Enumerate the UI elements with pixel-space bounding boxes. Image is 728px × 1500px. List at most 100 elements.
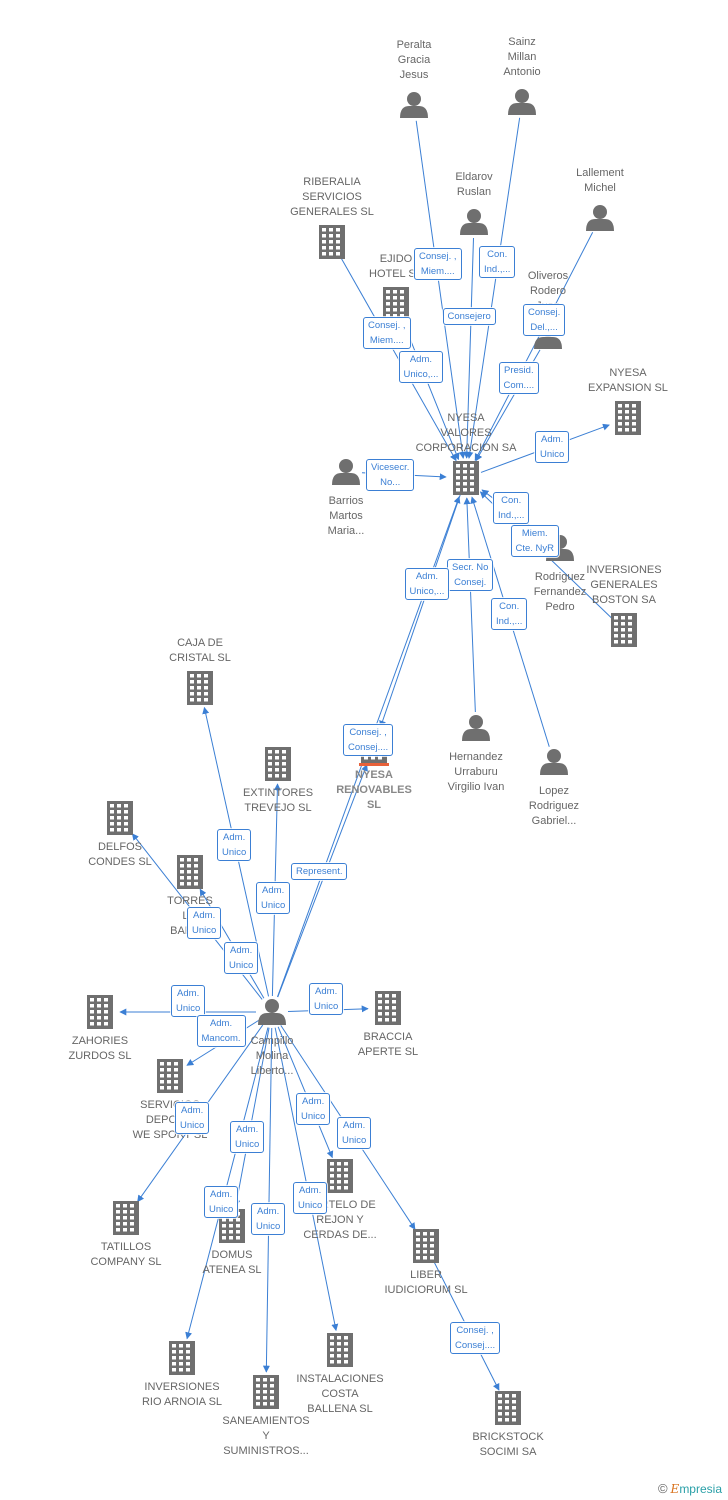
- company-node[interactable]: BRACCIA APERTE SL: [333, 1030, 443, 1060]
- edge-role-label[interactable]: Adm. Unico: [535, 431, 570, 463]
- edge-role-label[interactable]: Adm. Unico: [309, 983, 344, 1015]
- edge-role-label[interactable]: Vicesecr. No...: [366, 459, 415, 491]
- edge-role-label[interactable]: Adm. Unico,...: [404, 568, 450, 600]
- edge-role-label[interactable]: Adm. Mancom.: [196, 1015, 246, 1047]
- company-node[interactable]: TATILLOS COMPANY SL: [71, 1240, 181, 1270]
- person-icon[interactable]: [508, 89, 536, 115]
- edge-line: [474, 231, 594, 461]
- edge-line: [339, 255, 457, 462]
- edge-line: [466, 117, 521, 459]
- building-icon[interactable]: [319, 225, 345, 259]
- edge-role-label[interactable]: Secr. No Consej.: [447, 559, 494, 591]
- person-node[interactable]: Campillo Molina Liberto...: [217, 1034, 327, 1079]
- building-icon[interactable]: [177, 855, 203, 889]
- company-node[interactable]: DELFOS CONDES SL: [65, 840, 175, 870]
- building-icon[interactable]: [327, 1333, 353, 1367]
- building-icon[interactable]: [413, 1229, 439, 1263]
- person-node[interactable]: Lopez Rodriguez Gabriel...: [499, 784, 609, 829]
- person-node[interactable]: Sainz Millan Antonio: [467, 35, 577, 80]
- company-node[interactable]: INVERSIONES GENERALES BOSTON SA: [569, 563, 679, 608]
- person-icon[interactable]: [258, 999, 286, 1025]
- building-icon[interactable]: [265, 747, 291, 781]
- building-icon[interactable]: [611, 613, 637, 647]
- edge-role-label[interactable]: Con. Ind.,...: [491, 598, 528, 630]
- building-icon[interactable]: [253, 1375, 279, 1409]
- person-icon[interactable]: [462, 715, 490, 741]
- edge-line: [401, 318, 460, 461]
- building-icon[interactable]: [187, 671, 213, 705]
- node-label: ZAHORIES ZURDOS SL: [68, 1035, 132, 1062]
- edge-role-label[interactable]: Presid. Com....: [498, 362, 540, 394]
- edge-line: [379, 492, 462, 728]
- edge-role-label[interactable]: Adm. Unico: [204, 1186, 239, 1218]
- edge-role-label[interactable]: Adm. Unico: [256, 882, 291, 914]
- person-node[interactable]: Peralta Gracia Jesus: [359, 38, 469, 83]
- building-icon[interactable]: [107, 801, 133, 835]
- edge-role-label[interactable]: Adm. Unico: [224, 942, 259, 974]
- edge-role-label[interactable]: Represent.: [291, 862, 348, 880]
- person-node[interactable]: Barrios Martos Maria...: [291, 494, 401, 539]
- edge-role-label[interactable]: Adm. Unico: [175, 1102, 210, 1134]
- company-node[interactable]: NYESA EXPANSION SL: [573, 366, 683, 396]
- node-label: CAJA DE CRISTAL SL: [169, 637, 231, 664]
- company-node[interactable]: INSTALACIONES COSTA BALLENA SL: [285, 1372, 395, 1417]
- person-node[interactable]: Lallement Michel: [545, 166, 655, 196]
- node-label: NYESA VALORES CORPORACION SA: [415, 412, 517, 454]
- edge-role-label[interactable]: Adm. Unico: [187, 907, 222, 939]
- edge-role-label[interactable]: Consej. , Miem....: [414, 248, 462, 280]
- building-icon[interactable]: [327, 1159, 353, 1193]
- company-node[interactable]: EXTINTORES TREVEJO SL: [223, 786, 333, 816]
- edge-role-label[interactable]: Adm. Unico: [230, 1121, 265, 1153]
- company-node[interactable]: SANEAMIENTOS Y SUMINISTROS...: [211, 1414, 321, 1459]
- node-label: DELFOS CONDES SL: [88, 841, 152, 868]
- building-icon[interactable]: [375, 991, 401, 1025]
- edge-role-label[interactable]: Adm. Unico: [296, 1093, 331, 1125]
- company-node[interactable]: NYESA RENOVABLES SL: [319, 768, 429, 813]
- edge-role-label[interactable]: Consej. Del.,...: [523, 304, 566, 336]
- person-node[interactable]: Eldarov Ruslan: [419, 170, 529, 200]
- edge-role-label[interactable]: Consej. , Miem....: [363, 317, 411, 349]
- company-node[interactable]: RIBERALIA SERVICIOS GENERALES SL: [277, 175, 387, 220]
- building-icon[interactable]: [169, 1341, 195, 1375]
- person-icon[interactable]: [540, 749, 568, 775]
- company-node[interactable]: CAJA DE CRISTAL SL: [145, 636, 255, 666]
- node-label: Campillo Molina Liberto...: [250, 1035, 294, 1077]
- edge-line: [262, 1027, 273, 1373]
- company-node[interactable]: INVERSIONES RIO ARNOIA SL: [127, 1380, 237, 1410]
- person-node[interactable]: Hernandez Urraburu Virgilio Ivan: [421, 750, 531, 795]
- node-label: Rodriguez Fernandez Pedro: [533, 571, 587, 613]
- edge-role-label[interactable]: Adm. Unico,...: [398, 351, 444, 383]
- node-label: Eldarov Ruslan: [455, 171, 493, 198]
- edge-role-label[interactable]: Adm. Unico: [293, 1182, 328, 1214]
- edge-role-label[interactable]: Consej. , Consej....: [343, 724, 394, 756]
- edge-role-label[interactable]: Consejero: [442, 307, 496, 325]
- edge-role-label[interactable]: Adm. Unico: [171, 985, 206, 1017]
- building-icon[interactable]: [383, 287, 409, 321]
- company-node[interactable]: BRICKSTOCK SOCIMI SA: [453, 1430, 563, 1460]
- node-label: Lopez Rodriguez Gabriel...: [528, 785, 580, 827]
- node-label: Sainz Millan Antonio: [503, 36, 541, 78]
- person-icon[interactable]: [586, 205, 614, 231]
- building-icon[interactable]: [157, 1059, 183, 1093]
- edge-role-label[interactable]: Adm. Unico: [251, 1203, 286, 1235]
- company-node[interactable]: ZAHORIES ZURDOS SL: [45, 1034, 155, 1064]
- person-icon[interactable]: [460, 209, 488, 235]
- person-node[interactable]: Rodriguez Fernandez Pedro: [505, 570, 615, 615]
- building-icon[interactable]: [87, 995, 113, 1029]
- edge-role-label[interactable]: Consej. , Consej....: [450, 1322, 501, 1354]
- building-icon[interactable]: [615, 401, 641, 435]
- company-node[interactable]: NYESA VALORES CORPORACION SA: [411, 411, 521, 456]
- company-node[interactable]: LIBER IUDICIORUM SL: [371, 1268, 481, 1298]
- building-icon[interactable]: [453, 461, 479, 495]
- building-icon[interactable]: [495, 1391, 521, 1425]
- person-icon[interactable]: [400, 92, 428, 118]
- company-node[interactable]: DOMUS ATENEA SL: [177, 1248, 287, 1278]
- edge-role-label[interactable]: Con. Ind.,...: [479, 246, 516, 278]
- edge-role-label[interactable]: Con. Ind.,...: [493, 492, 530, 524]
- building-icon[interactable]: [113, 1201, 139, 1235]
- brand-initial: E: [670, 1482, 680, 1496]
- edge-role-label[interactable]: Miem. Cte. NyR: [510, 525, 560, 557]
- edge-role-label[interactable]: Adm. Unico: [337, 1117, 372, 1149]
- person-icon[interactable]: [332, 459, 360, 485]
- edge-role-label[interactable]: Adm. Unico: [217, 829, 252, 861]
